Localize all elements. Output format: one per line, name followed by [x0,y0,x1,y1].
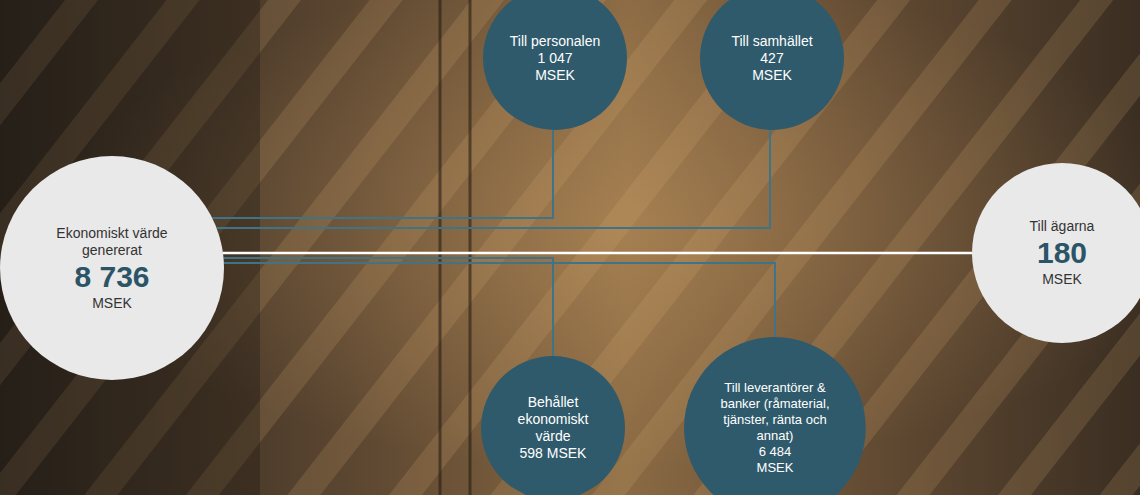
circle-text: Till ägarna180MSEK [1030,218,1095,288]
circle-fill [483,0,627,130]
value-number: 180 [1037,235,1087,271]
circle-fill [972,163,1140,343]
value-circle-light: Ekonomiskt värde genererat8 736MSEK [0,156,224,380]
value-label: MSEK [92,295,132,312]
value-circle: Till personalen1 047MSEK [483,0,627,130]
value-label: Ekonomiskt värde genererat [37,225,187,259]
value-label: MSEK [757,460,794,476]
value-label: 427 [760,50,783,67]
circle-text: Behållet ekonomiskt värde598 MSEK [506,394,601,462]
circle-text: Till samhället427MSEK [731,33,812,84]
value-label: MSEK [1042,271,1082,288]
value-circle-light: Till ägarna180MSEK [972,163,1140,343]
flow-line [212,130,553,218]
circle-fill [481,356,625,495]
value-label: Till ägarna [1030,218,1095,235]
value-label: Till samhället [731,33,812,50]
value-label: 1 047 [537,50,572,67]
value-label: 6 484 [759,444,792,460]
circle-fill [684,337,866,495]
value-circle: Behållet ekonomiskt värde598 MSEK [481,356,625,495]
circle-fill [700,0,844,130]
value-label: Till personalen [510,33,601,50]
circle-text: Till leverantörer & banker (råmaterial, … [705,380,845,476]
flow-line [224,258,553,356]
circle-fill [0,156,224,380]
flow-line [224,263,775,337]
flow-line [223,252,972,255]
value-label: Till leverantörer & banker (råmaterial, … [705,380,845,444]
value-label: MSEK [535,67,575,84]
value-label: Behållet ekonomiskt värde [506,394,601,445]
circle-text: Ekonomiskt värde genererat8 736MSEK [37,225,187,312]
circle-text: Till personalen1 047MSEK [510,33,601,84]
value-number: 8 736 [74,259,149,295]
value-circle: Till samhället427MSEK [700,0,844,130]
flow-line [217,130,770,228]
value-circle: Till leverantörer & banker (råmaterial, … [684,337,866,495]
value-label: 598 MSEK [520,445,587,462]
value-label: MSEK [752,67,792,84]
